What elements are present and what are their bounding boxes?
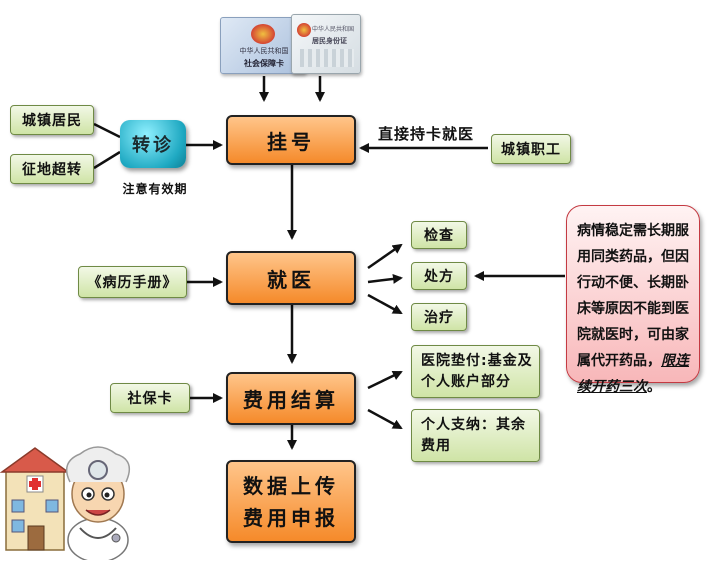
long-term-medication-note: 病情稳定需长期服用同类药品，但因行动不便、长期卧床等原因不能到医院就医时，可由家… [566, 205, 700, 395]
resident-id-card-image: 中华人民共和国 居民身份证 [291, 14, 361, 74]
doctor-hospital-illustration [0, 446, 131, 560]
treatment-option: 治疗 [411, 303, 467, 331]
id-card-line-2: 居民身份证 [312, 37, 347, 45]
hospital-advance-box: 医院垫付:基金及个人账户部分 [411, 345, 540, 398]
prescription-option: 处方 [411, 262, 467, 290]
note-emphasis: 限连续开药三次 [577, 353, 689, 395]
data-upload-step: 数据上传 费用申报 [226, 460, 356, 543]
direct-card-text: 直接持卡就医 [378, 125, 475, 143]
national-emblem-icon [251, 24, 275, 44]
social-card-line-1: 中华人民共和国 [239, 47, 289, 55]
fee-settlement-step: 费用结算 [226, 372, 356, 425]
urban-residents-box: 城镇居民 [10, 105, 94, 135]
medical-visit-step: 就医 [226, 251, 356, 305]
land-acquisition-box: 征地超转 [10, 154, 94, 184]
hospital-icon [0, 447, 71, 551]
exam-option: 检查 [411, 221, 467, 249]
social-security-card-box: 社保卡 [110, 383, 190, 413]
note-end: 。 [647, 379, 661, 395]
doctor-icon [65, 446, 131, 560]
self-pay-box: 个人支纳：其余费用 [411, 409, 540, 462]
id-card-line-1: 中华人民共和国 [312, 26, 355, 33]
data-upload-line-2: 费用申报 [243, 505, 339, 530]
note-text: 病情稳定需长期服用同类药品，但因行动不便、长期卧床等原因不能到医院就医时，可由家… [577, 223, 689, 369]
data-upload-line-1: 数据上传 [243, 473, 339, 498]
transfer-note: 注意有效期 [122, 182, 188, 196]
social-card-line-2: 社会保障卡 [244, 59, 284, 68]
id-card-pattern [300, 49, 354, 67]
medical-record-book-box: 《病历手册》 [78, 266, 187, 298]
transfer-node: 转诊 [120, 120, 186, 168]
id-emblem-icon [297, 23, 311, 37]
register-step: 挂号 [226, 115, 356, 165]
urban-workers-box: 城镇职工 [491, 134, 571, 164]
